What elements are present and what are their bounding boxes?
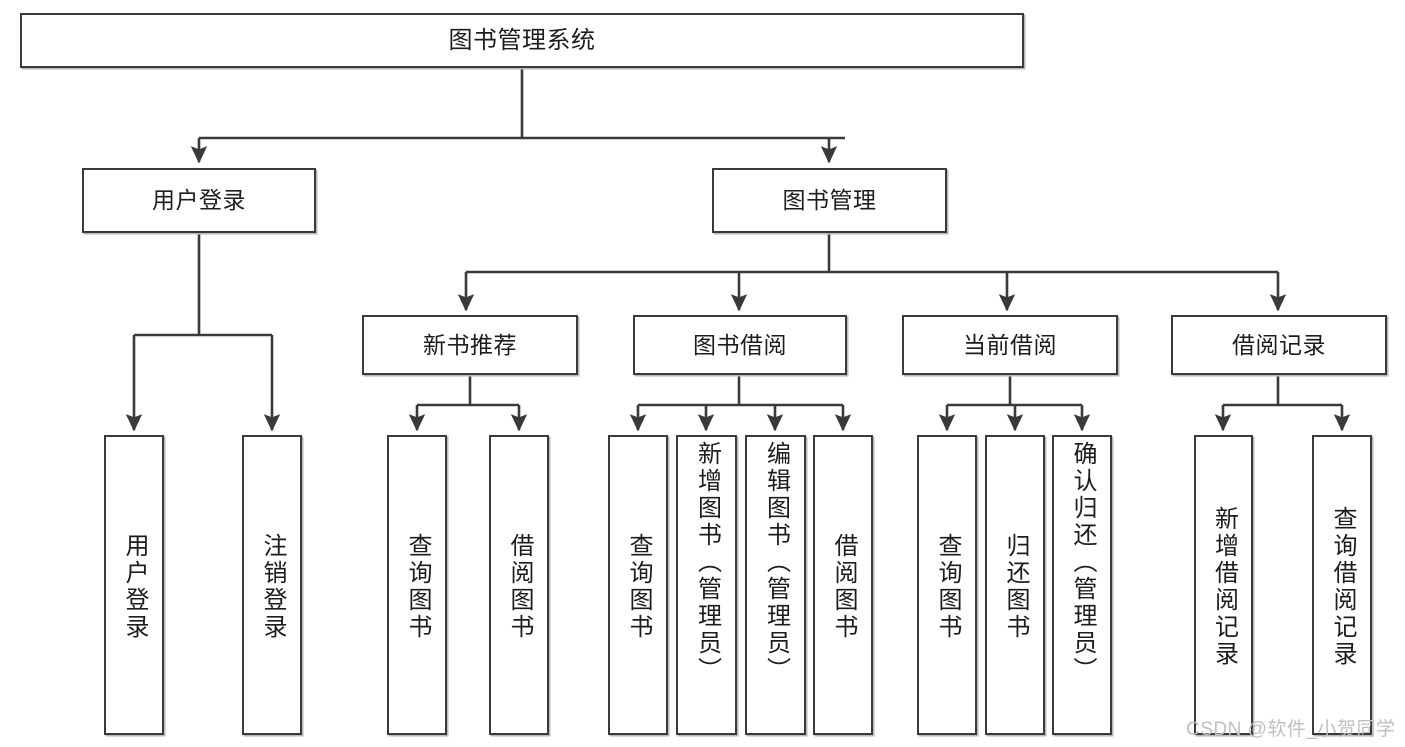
node-leaf-return-book[interactable]: 归还图书 — [985, 435, 1045, 735]
node-book-manage[interactable]: 图书管理 — [712, 168, 947, 233]
node-current-borrow[interactable]: 当前借阅 — [902, 315, 1118, 375]
node-leaf-user-logout[interactable]: 注销登录 — [242, 435, 302, 735]
node-leaf-borrow-book-2[interactable]: 借阅图书 — [813, 435, 873, 735]
node-borrow-record[interactable]: 借阅记录 — [1171, 315, 1387, 375]
node-leaf-borrow-book-1[interactable]: 借阅图书 — [489, 435, 549, 735]
node-leaf-edit-book[interactable]: 编辑图书（管理员） — [745, 435, 806, 735]
node-user-login-label: 用户登录 — [152, 187, 246, 214]
node-leaf-query-book-1-label: 查询图书 — [404, 533, 431, 641]
node-borrow-record-label: 借阅记录 — [1232, 331, 1326, 358]
node-leaf-confirm-return-label: 确认归还（管理员） — [1069, 441, 1096, 684]
csdn-watermark: CSDN @软件_小贺同学 — [1186, 719, 1396, 740]
node-leaf-query-book-1[interactable]: 查询图书 — [387, 435, 447, 735]
node-leaf-borrow-book-1-label: 借阅图书 — [506, 533, 533, 641]
node-new-book-rec[interactable]: 新书推荐 — [362, 315, 578, 375]
node-leaf-add-book[interactable]: 新增图书（管理员） — [676, 435, 737, 735]
node-leaf-query-record-label: 查询借阅记录 — [1329, 506, 1356, 668]
node-user-login[interactable]: 用户登录 — [82, 168, 316, 233]
node-leaf-query-record[interactable]: 查询借阅记录 — [1312, 435, 1372, 735]
node-root[interactable]: 图书管理系统 — [20, 13, 1024, 68]
node-book-borrow-label: 图书借阅 — [693, 331, 787, 358]
node-leaf-confirm-return[interactable]: 确认归还（管理员） — [1052, 435, 1112, 735]
node-leaf-user-login[interactable]: 用户登录 — [104, 435, 164, 735]
node-leaf-query-book-2-label: 查询图书 — [625, 533, 652, 641]
node-new-book-rec-label: 新书推荐 — [423, 331, 517, 358]
node-leaf-query-book-3[interactable]: 查询图书 — [917, 435, 977, 735]
node-leaf-borrow-book-2-label: 借阅图书 — [830, 533, 857, 641]
node-leaf-user-login-label: 用户登录 — [121, 533, 148, 641]
node-current-borrow-label: 当前借阅 — [963, 331, 1057, 358]
node-leaf-add-record-label: 新增借阅记录 — [1210, 506, 1238, 668]
node-leaf-add-record[interactable]: 新增借阅记录 — [1194, 435, 1253, 735]
node-book-manage-label: 图书管理 — [782, 187, 877, 214]
node-leaf-return-book-label: 归还图书 — [1002, 533, 1029, 641]
node-leaf-add-book-label: 新增图书（管理员） — [693, 441, 721, 684]
node-root-label: 图书管理系统 — [448, 26, 596, 54]
node-book-borrow[interactable]: 图书借阅 — [633, 315, 847, 375]
node-leaf-user-logout-label: 注销登录 — [259, 533, 286, 641]
node-leaf-query-book-2[interactable]: 查询图书 — [608, 435, 668, 735]
node-leaf-edit-book-label: 编辑图书（管理员） — [762, 441, 790, 684]
node-leaf-query-book-3-label: 查询图书 — [934, 533, 961, 641]
